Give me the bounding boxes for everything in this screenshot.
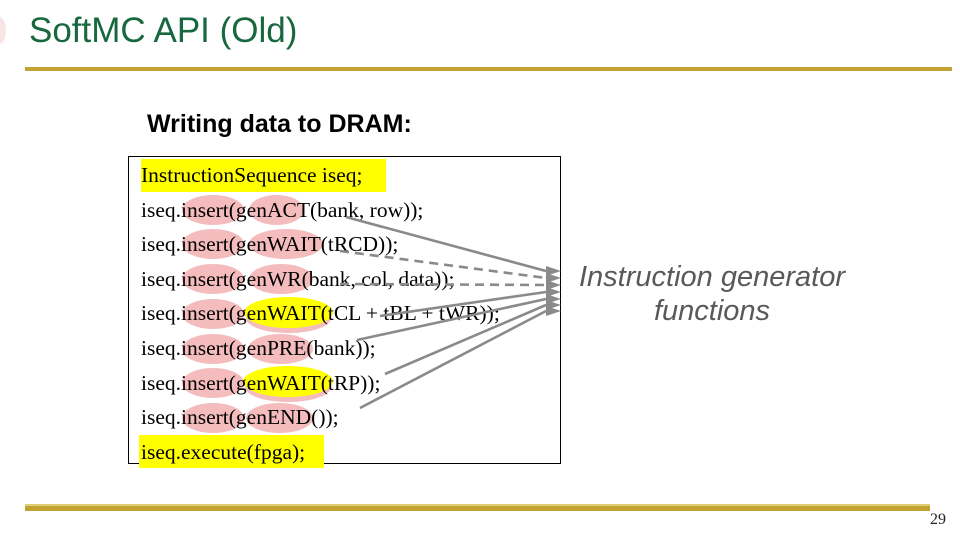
clipped-bullet-shape (0, 17, 6, 44)
code-line: iseq.execute(fpga); (141, 439, 306, 464)
highlight-insert-ellipse (182, 299, 244, 329)
highlight-genWAIT-yellow-ellipse (244, 297, 333, 328)
highlight-declaration (141, 159, 386, 192)
highlight-insert-ellipse (182, 229, 244, 259)
highlight-genEND-ellipse (246, 403, 313, 433)
section-heading: Writing data to DRAM: (147, 110, 412, 138)
highlight-genWR-ellipse (249, 264, 313, 294)
callout-instruction-generator: Instruction generator functions (562, 260, 862, 328)
footer-rule-light (25, 504, 930, 506)
highlight-execute (139, 435, 324, 468)
highlight-insert-ellipse (182, 195, 244, 225)
highlight-genWAIT-ellipse (249, 229, 323, 259)
callout-line: functions (653, 295, 771, 327)
title-underline (25, 67, 952, 71)
highlight-genWAIT-yellow-ellipse (243, 366, 333, 397)
page-number: 29 (930, 511, 946, 528)
highlight-insert-ellipse (182, 264, 244, 294)
code-line: iseq.insert(genPRE(bank)); (141, 335, 376, 360)
code-listing: InstructionSequence iseq; iseq.insert(ge… (141, 158, 500, 469)
code-line: iseq.insert(genWAIT(tCL + tBL + tWR)); (141, 301, 500, 326)
slide-title: SoftMC API (Old) (29, 11, 298, 50)
code-box: InstructionSequence iseq; iseq.insert(ge… (128, 156, 561, 468)
highlight-genPRE-ellipse (248, 334, 313, 364)
highlight-insert-ellipse (182, 334, 244, 364)
code-line: iseq.insert(genWAIT(tRP)); (141, 370, 381, 395)
code-line: iseq.insert(genWR(bank, col, data)); (141, 266, 455, 291)
highlight-insert-ellipse (182, 403, 244, 433)
highlight-insert-ellipse (182, 368, 244, 398)
highlight-genACT-ellipse (249, 195, 304, 225)
code-line: iseq.insert(genEND()); (141, 405, 339, 430)
code-line: iseq.insert(genACT(bank, row)); (141, 197, 424, 222)
code-line: iseq.insert(genWAIT(tRCD)); (141, 232, 399, 257)
code-line: InstructionSequence iseq; (141, 163, 363, 187)
callout-line: Instruction generator (579, 261, 845, 293)
footer-rule-gold (25, 506, 930, 511)
